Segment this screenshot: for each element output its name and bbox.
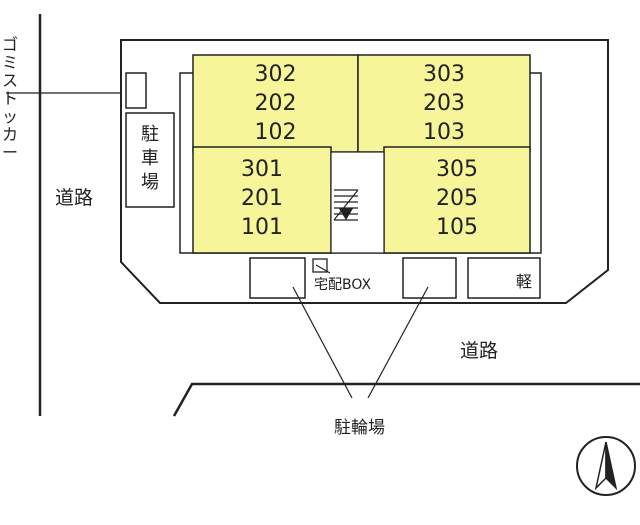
- unit-block-bottom-left: [192, 146, 332, 254]
- unit-number: 103: [423, 120, 465, 145]
- light-car-label: 軽: [516, 272, 533, 291]
- unit-number: 303: [423, 62, 465, 87]
- label-char: ス: [1, 71, 18, 90]
- unit-block-bottom-right: [383, 146, 531, 254]
- road-bottom-label: 道路: [460, 340, 499, 362]
- unit-group-bottom-left: 301 201 101: [193, 155, 331, 242]
- label-char: カ: [1, 125, 18, 144]
- delivery-box-label: 宅配BOX: [314, 277, 372, 293]
- label-char: 場: [141, 172, 159, 193]
- unit-number: 202: [254, 91, 297, 116]
- unit-group-top-left: 302 202 102: [193, 60, 358, 147]
- label-char: ッ: [1, 107, 18, 126]
- label-char: 車: [141, 148, 159, 169]
- bicycle-parking-box-right: [402, 257, 457, 299]
- bicycle-parking-box-left: [249, 257, 306, 299]
- garbage-stocker-label: ゴ ミ ス ト ッ カ ー: [0, 36, 20, 162]
- label-char: ト: [1, 89, 18, 108]
- unit-group-top-right: 303 203 103: [358, 60, 530, 147]
- bicycle-leader-line: [367, 286, 429, 399]
- parking-box: [125, 112, 175, 208]
- unit-number: 302: [254, 62, 297, 87]
- unit-number: 301: [241, 157, 283, 182]
- unit-number: 105: [436, 215, 478, 240]
- north-arrow-icon: [576, 436, 636, 496]
- light-car-parking-box: [467, 257, 541, 299]
- stairs-icon: [330, 151, 385, 254]
- garbage-stocker-box: [125, 72, 147, 109]
- label-char: ミ: [1, 53, 18, 72]
- label-char: ゴ: [1, 35, 18, 54]
- unit-number: 305: [436, 157, 478, 182]
- label-char: 駐: [141, 124, 159, 145]
- parking-label: 駐 車 場: [140, 123, 160, 195]
- bottom-road-line: [172, 382, 640, 417]
- unit-number: 203: [423, 91, 465, 116]
- unit-number: 102: [254, 120, 297, 145]
- road-left-label: 道路: [55, 187, 94, 209]
- unit-number: 205: [436, 186, 478, 211]
- unit-group-bottom-right: 305 205 105: [384, 155, 530, 242]
- unit-number: 201: [241, 186, 283, 211]
- bicycle-parking-label: 駐輪場: [334, 418, 385, 438]
- label-char: ー: [1, 143, 18, 162]
- unit-number: 101: [241, 215, 283, 240]
- bicycle-leader-line: [292, 286, 353, 399]
